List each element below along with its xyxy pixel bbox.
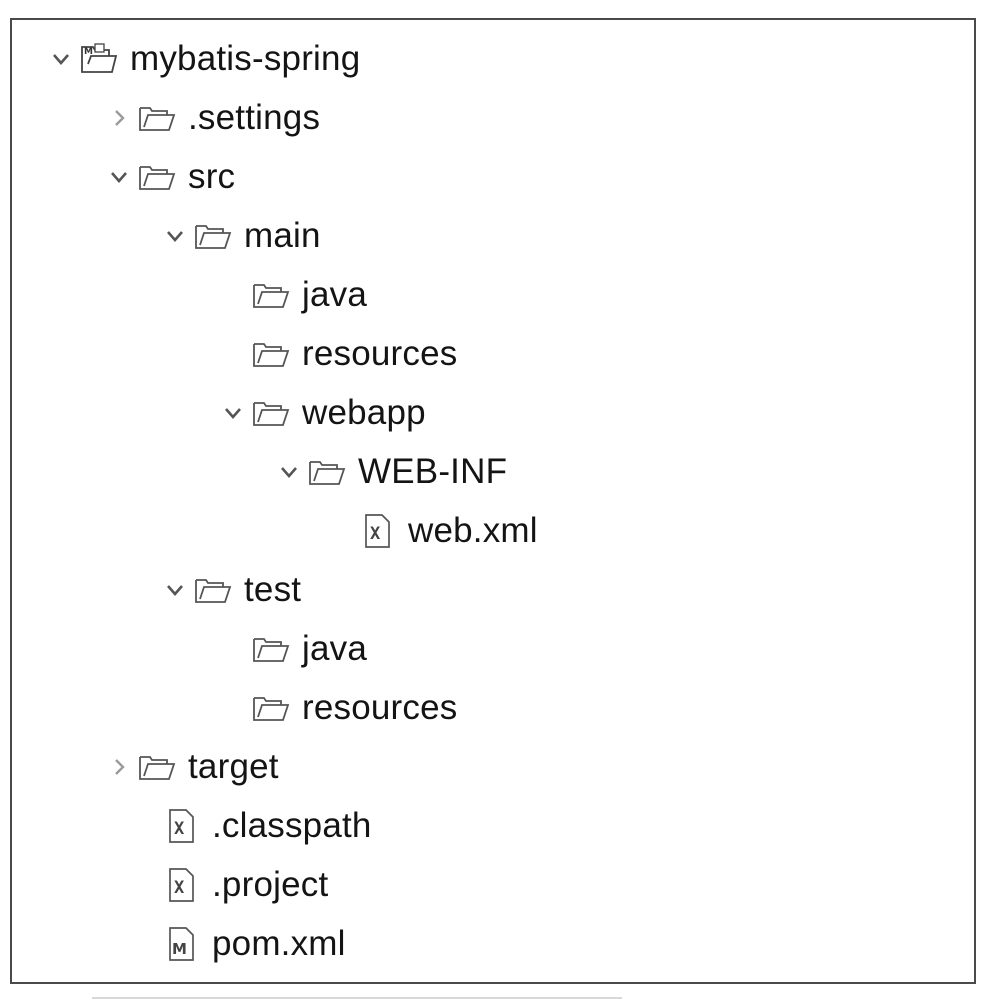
tree-item-java[interactable]: java	[216, 620, 367, 678]
folder-icon	[192, 207, 234, 265]
chevron-down-icon[interactable]	[158, 561, 192, 619]
divider	[92, 997, 622, 999]
tree-item-label: src	[188, 157, 236, 196]
tree-item-classpath[interactable]: X .classpath	[160, 797, 372, 855]
tree-item-test[interactable]: test	[158, 561, 301, 619]
tree-item-label: java	[302, 275, 368, 314]
tree-item-src[interactable]: src	[102, 148, 235, 206]
tree-item-label: .classpath	[212, 806, 372, 845]
tree-item-label: resources	[302, 688, 458, 727]
tree-item-label: resources	[302, 334, 458, 373]
folder-icon	[192, 561, 234, 619]
xml-file-icon: X	[160, 856, 202, 914]
folder-icon	[250, 620, 292, 678]
folder-icon	[136, 148, 178, 206]
tree-item-label: .settings	[188, 98, 321, 137]
tree-item-label: pom.xml	[212, 924, 346, 963]
tree-item-label: test	[244, 570, 302, 609]
tree-item-label: web.xml	[408, 511, 538, 550]
folder-icon	[250, 384, 292, 442]
folder-icon	[136, 738, 178, 796]
svg-text:M: M	[84, 47, 93, 57]
tree-item-resources[interactable]: resources	[216, 679, 457, 737]
tree-item-mybatis-spring[interactable]: M mybatis-spring	[44, 30, 360, 88]
chevron-down-icon[interactable]	[272, 443, 306, 501]
chevron-right-icon[interactable]	[102, 738, 136, 796]
project-explorer-panel: M mybatis-spring .settings src	[10, 18, 976, 999]
tree-item-label: webapp	[302, 393, 426, 432]
tree-item-java[interactable]: java	[216, 266, 367, 324]
tree-item-target[interactable]: target	[102, 738, 279, 796]
xml-file-icon: X	[356, 502, 398, 560]
tree-item-label: main	[244, 216, 321, 255]
chevron-down-icon[interactable]	[158, 207, 192, 265]
maven-pom-icon: M	[160, 915, 202, 973]
folder-icon	[250, 325, 292, 383]
xml-file-icon: X	[160, 797, 202, 855]
tree-item-label: WEB-INF	[358, 452, 508, 491]
tree-item-webapp[interactable]: webapp	[216, 384, 426, 442]
maven-project-icon: M	[78, 30, 120, 88]
chevron-right-icon[interactable]	[102, 89, 136, 147]
tree-item-label: .project	[212, 865, 329, 904]
svg-text:X: X	[370, 524, 381, 544]
chevron-down-icon[interactable]	[102, 148, 136, 206]
tree-item-settings[interactable]: .settings	[102, 89, 320, 147]
svg-text:X: X	[174, 819, 185, 839]
tree-item-label: java	[302, 629, 368, 668]
folder-icon	[250, 266, 292, 324]
folder-icon	[250, 679, 292, 737]
tree-item-pom-xml[interactable]: M pom.xml	[160, 915, 346, 973]
tree-item-project[interactable]: X .project	[160, 856, 328, 914]
tree-item-web-xml[interactable]: X web.xml	[356, 502, 538, 560]
tree-item-web-inf[interactable]: WEB-INF	[272, 443, 507, 501]
svg-text:X: X	[174, 878, 185, 898]
chevron-down-icon[interactable]	[216, 384, 250, 442]
tree-item-label: mybatis-spring	[130, 39, 361, 78]
chevron-down-icon[interactable]	[44, 30, 78, 88]
folder-icon	[306, 443, 348, 501]
tree-item-label: target	[188, 747, 279, 786]
folder-icon	[136, 89, 178, 147]
svg-text:M: M	[172, 940, 187, 958]
tree-item-main[interactable]: main	[158, 207, 321, 265]
tree-item-resources[interactable]: resources	[216, 325, 457, 383]
